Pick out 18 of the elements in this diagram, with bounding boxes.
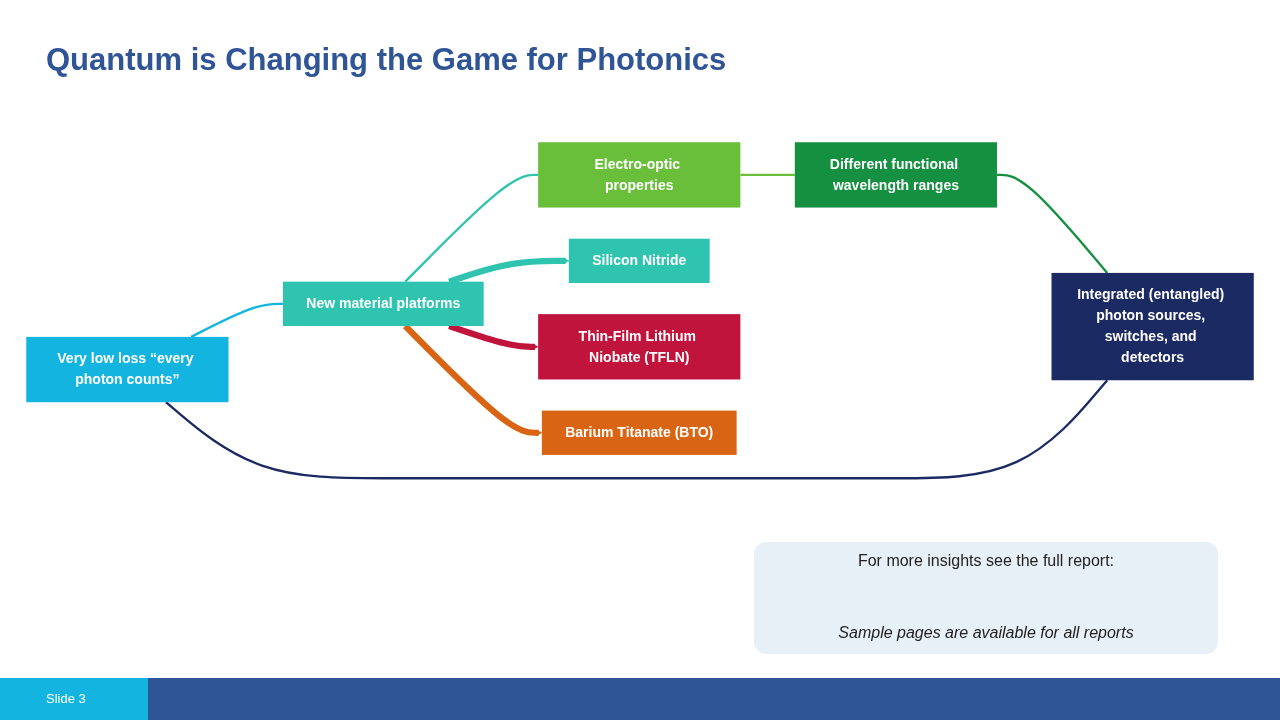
node-box: Thin-Film Lithium Niobate (TFLN) (538, 313, 741, 380)
node-box: New material platforms (282, 281, 484, 326)
node-box: Different functional wavelength ranges (794, 141, 998, 208)
slide-title: Quantum is Changing the Game for Photonics (46, 42, 727, 78)
connector (190, 302, 283, 338)
connector (404, 173, 539, 283)
node-box: Electro-optic properties (538, 141, 741, 208)
node-box: Integrated (entangled) photon sources, switches, and detectors (1051, 272, 1254, 380)
note-text: For more insights see the full report: (856, 552, 1116, 570)
node-box: Very low loss “every photon counts” (26, 336, 229, 402)
connector (165, 379, 1109, 480)
connector (740, 173, 795, 176)
node-box: Barium Titanate (BTO) (541, 410, 737, 455)
note-text: Sample pages are available for all reports (837, 624, 1135, 642)
connector (997, 173, 1109, 274)
node-box: Silicon Nitride (568, 238, 710, 283)
slide-number: Slide 3 (0, 678, 148, 720)
arrow (403, 323, 543, 436)
